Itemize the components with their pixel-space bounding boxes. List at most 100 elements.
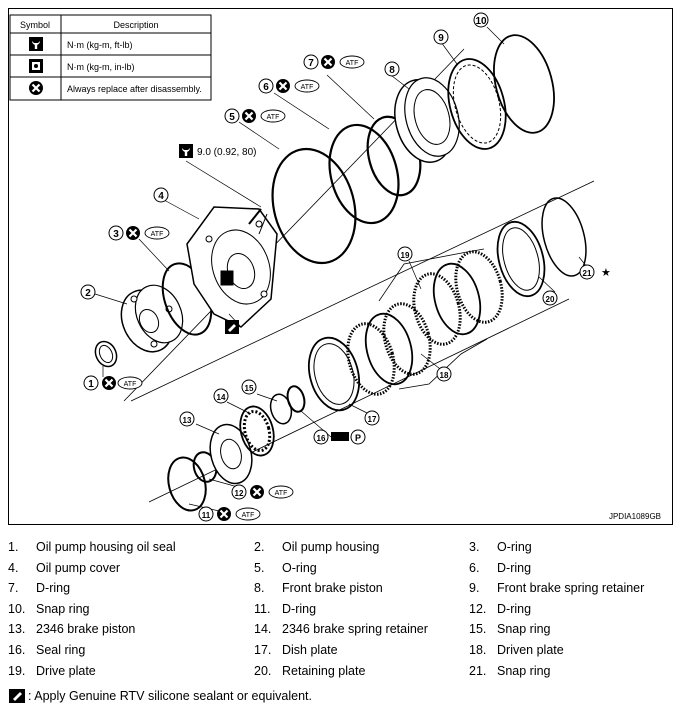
svg-text:15: 15 bbox=[245, 384, 254, 393]
svg-text:7: 7 bbox=[308, 58, 314, 69]
torque-note: 9.0 (0.92, 80) bbox=[197, 147, 256, 158]
part-number: 15. bbox=[469, 622, 487, 637]
svg-text:11: 11 bbox=[202, 511, 211, 520]
callout-12: 12 bbox=[231, 484, 247, 500]
part-number: 1. bbox=[8, 540, 19, 554]
part-number: 10. bbox=[8, 601, 26, 616]
part-6-d-ring bbox=[328, 123, 400, 225]
part-5-o-ring bbox=[271, 147, 357, 265]
part-21-snap-ring bbox=[541, 197, 587, 277]
part-number: 4. bbox=[8, 560, 19, 575]
svg-text:19: 19 bbox=[401, 251, 410, 260]
part-name: D-ring bbox=[497, 560, 532, 575]
part-number: 16. bbox=[8, 643, 26, 657]
svg-text:20: 20 bbox=[546, 295, 555, 304]
part-name: 2346 brake piston bbox=[36, 622, 136, 637]
part-number: 20. bbox=[254, 663, 272, 678]
sealant-footnote: : Apply Genuine RTV silicone sealant or … bbox=[8, 688, 312, 704]
part-2-oil-pump-housing bbox=[120, 284, 184, 353]
part-18-19-plate-pack bbox=[346, 248, 504, 396]
svg-text:ATF: ATF bbox=[267, 114, 280, 121]
part-number: 13. bbox=[8, 622, 26, 637]
callout-7: 7 bbox=[303, 54, 319, 70]
part-10-snap-ring bbox=[493, 34, 555, 134]
figure-code: JPDIA1089GB bbox=[609, 512, 661, 521]
callout-13: 13 bbox=[179, 411, 195, 427]
part-number: 21. bbox=[469, 663, 487, 678]
part-number: 14. bbox=[254, 622, 272, 637]
svg-text:3: 3 bbox=[113, 229, 119, 240]
part-name: D-ring bbox=[282, 601, 317, 616]
callout-2: 2 bbox=[80, 284, 96, 300]
grease-icon bbox=[331, 432, 349, 441]
part-name: Oil pump housing oil seal bbox=[36, 540, 176, 554]
part-number: 11. bbox=[254, 601, 271, 616]
svg-text:10: 10 bbox=[475, 16, 487, 27]
part-number: 8. bbox=[254, 581, 265, 596]
torque-spec-icon bbox=[179, 144, 193, 158]
svg-text:13: 13 bbox=[183, 416, 192, 425]
callout-20: 20 bbox=[542, 290, 558, 306]
callout-6: 6 bbox=[258, 78, 274, 94]
atf-tag-texts: ATF ATF ATF ATF ATF ATF ATF bbox=[124, 60, 359, 519]
callout-11: 11 bbox=[198, 506, 214, 522]
legend-row-3-text: Always replace after disassembly. bbox=[67, 84, 202, 94]
torque-wrench-small-icon bbox=[29, 59, 43, 73]
svg-text:ATF: ATF bbox=[301, 84, 314, 91]
svg-text:4: 4 bbox=[158, 191, 164, 202]
part-13-2346-brake-piston bbox=[209, 423, 253, 485]
svg-text:ATF: ATF bbox=[346, 60, 359, 67]
svg-text:ATF: ATF bbox=[124, 381, 137, 388]
part-name: Oil pump cover bbox=[36, 560, 121, 575]
callout-21: 21 bbox=[579, 264, 595, 280]
part-name: 2346 brake spring retainer bbox=[282, 622, 428, 637]
part-1-oil-seal bbox=[94, 340, 118, 368]
part-name: Retaining plate bbox=[282, 663, 366, 678]
star-mark: ★ bbox=[601, 267, 611, 279]
svg-text:2: 2 bbox=[85, 288, 91, 299]
part-number: 12. bbox=[469, 601, 487, 616]
svg-text:12: 12 bbox=[235, 489, 244, 498]
part-15-snap-ring bbox=[269, 393, 293, 425]
callout-18: 18 bbox=[436, 366, 452, 382]
part-name: Driven plate bbox=[497, 643, 564, 657]
part-14-2346-brake-spring-retainer bbox=[239, 405, 275, 457]
legend-header-symbol: Symbol bbox=[20, 20, 50, 30]
svg-text:5: 5 bbox=[229, 112, 235, 123]
part-number: 19. bbox=[8, 663, 26, 678]
callouts: 1 2 3 4 5 6 7 8 9 10 11 12 13 14 15 16 1… bbox=[80, 12, 595, 522]
diagram-canvas: Symbol Description N·m (kg-m, ft-lb) N·m… bbox=[9, 12, 661, 523]
part-number: 9. bbox=[469, 581, 480, 596]
callout-16: 16 bbox=[313, 429, 329, 445]
svg-text:18: 18 bbox=[440, 371, 449, 380]
svg-text:8: 8 bbox=[389, 65, 395, 76]
legend-table: Symbol Description N·m (kg-m, ft-lb) N·m… bbox=[9, 14, 212, 101]
svg-text:ATF: ATF bbox=[275, 490, 288, 497]
part-number: 2. bbox=[254, 540, 265, 554]
sealant-footnote-icon bbox=[9, 689, 25, 703]
callout-1: 1 bbox=[83, 375, 99, 391]
callout-17: 17 bbox=[364, 410, 380, 426]
callout-3: 3 bbox=[108, 225, 124, 241]
callout-9: 9 bbox=[433, 29, 449, 45]
part-name: O-ring bbox=[497, 540, 532, 554]
part-name: Snap ring bbox=[497, 663, 551, 678]
exploded-diagram: Symbol Description N·m (kg-m, ft-lb) N·m… bbox=[8, 8, 673, 525]
svg-text:1: 1 bbox=[88, 379, 94, 390]
part-11-d-ring bbox=[167, 456, 207, 512]
part-name: Oil pump housing bbox=[282, 540, 380, 554]
svg-text:16: 16 bbox=[317, 434, 326, 443]
legend-header-description: Description bbox=[113, 20, 158, 30]
callout-19: 19 bbox=[397, 246, 413, 262]
part-number: 6. bbox=[469, 560, 480, 575]
svg-text:6: 6 bbox=[263, 82, 269, 93]
part-name: O-ring bbox=[282, 560, 317, 575]
part-name: D-ring bbox=[36, 581, 71, 596]
p-mark-text: P bbox=[355, 433, 361, 443]
callout-4: 4 bbox=[153, 187, 169, 203]
part-number: 18. bbox=[469, 643, 487, 657]
part-number: 5. bbox=[254, 560, 265, 575]
legend-row-2-text: N·m (kg-m, in-lb) bbox=[67, 62, 135, 72]
part-name: Drive plate bbox=[36, 663, 96, 678]
svg-text:ATF: ATF bbox=[151, 231, 164, 238]
